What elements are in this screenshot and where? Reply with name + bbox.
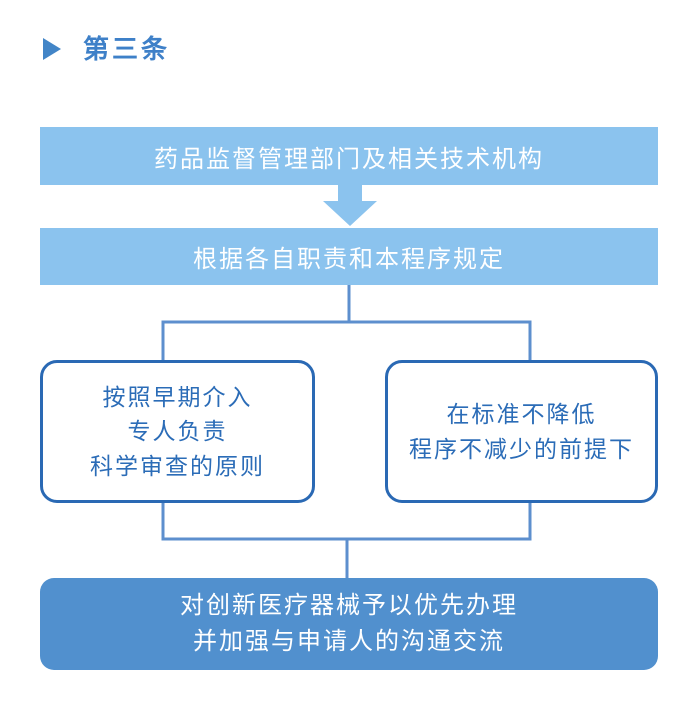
flow-node-premise: 在标准不降低 程序不减少的前提下 [385, 360, 658, 503]
flow-node-authority: 药品监督管理部门及相关技术机构 [40, 127, 658, 185]
flow-node-principle: 按照早期介入 专人负责 科学审查的原则 [40, 360, 315, 503]
flow-node-result-line2: 并加强与申请人的沟通交流 [193, 628, 505, 655]
flow-node-premise-line2: 程序不减少的前提下 [409, 435, 634, 462]
flow-node-principle-line2: 专人负责 [127, 418, 228, 445]
flow-node-principle-line1: 按照早期介入 [102, 383, 253, 410]
section-title: 第三条 [43, 36, 170, 62]
down-arrow-icon [323, 185, 377, 226]
flow-node-authority-label: 药品监督管理部门及相关技术机构 [154, 145, 544, 173]
flow-node-result: 对创新医疗器械予以优先办理 并加强与申请人的沟通交流 [40, 578, 658, 670]
flow-node-duty: 根据各自职责和本程序规定 [40, 228, 658, 285]
flow-node-result-line1: 对创新医疗器械予以优先办理 [180, 592, 518, 619]
flow-node-principle-line3: 科学审查的原则 [90, 452, 265, 479]
section-title-label: 第三条 [83, 34, 171, 64]
triangle-bullet-icon [43, 38, 61, 60]
flow-node-premise-line1: 在标准不降低 [446, 401, 597, 427]
flow-node-duty-label: 根据各自职责和本程序规定 [193, 246, 505, 273]
